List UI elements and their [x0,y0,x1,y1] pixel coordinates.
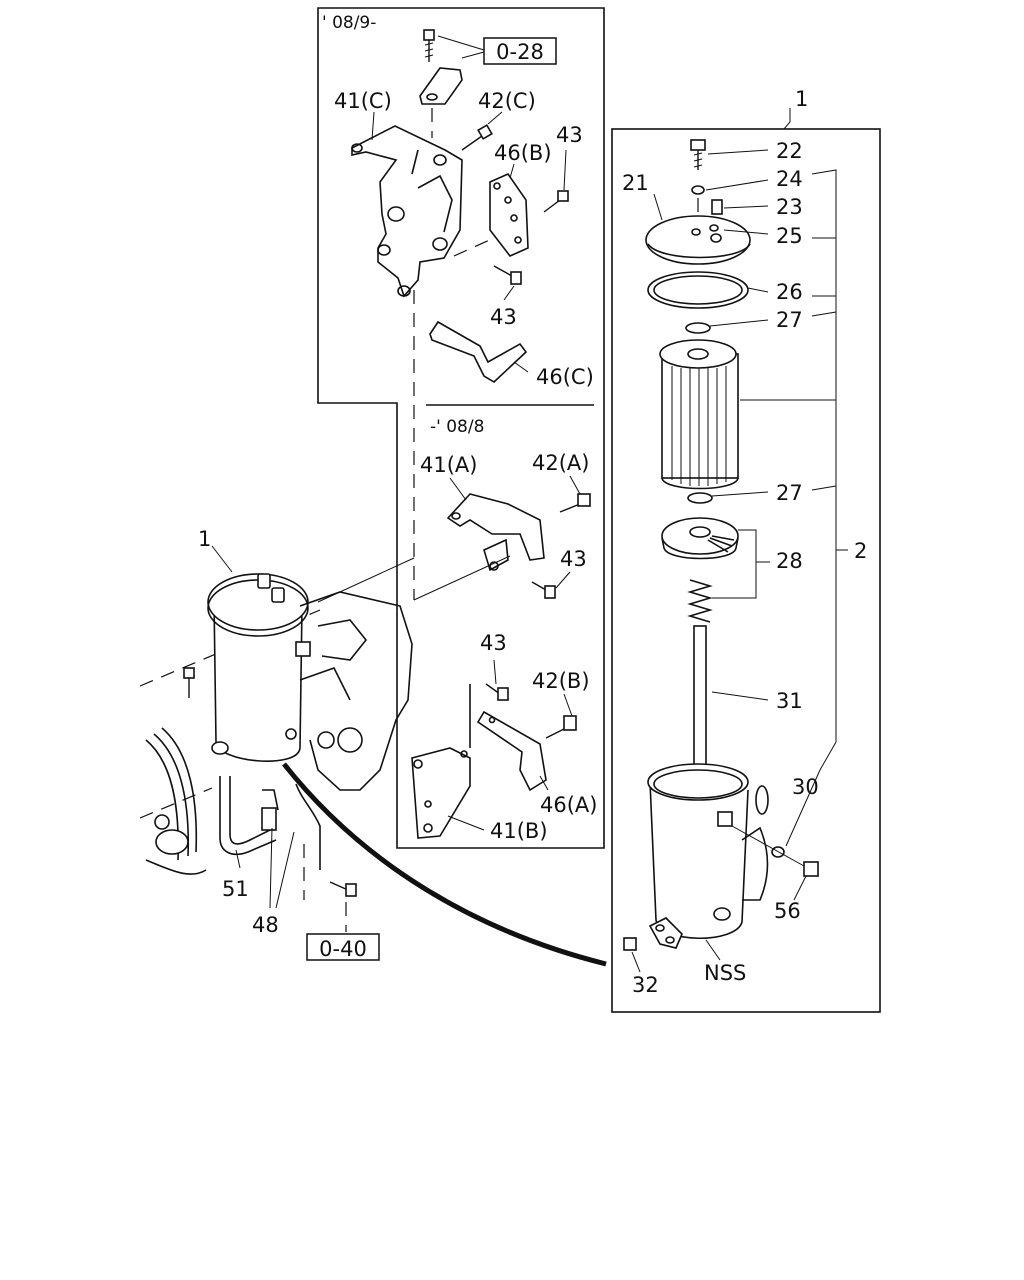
part-bracket-41c [351,125,463,298]
leader-lines [211,108,848,973]
part-small-plate [419,67,463,105]
callout-43-a[interactable]: 43 [556,123,583,147]
callout-48[interactable]: 48 [252,913,279,937]
callout-46b[interactable]: 46(B) [494,141,552,165]
callout-21[interactable]: 21 [622,171,649,195]
assembled-fuel-filter [139,573,413,932]
part-bracket-46b [453,172,529,257]
exploded-view-frame [611,128,881,1013]
exploded-fuel-filter [623,139,819,951]
upper-variant-frame [317,7,605,849]
callout-27-bottom[interactable]: 27 [776,481,803,505]
reference-box-0-40[interactable]: 0-40 [306,933,380,961]
callout-22[interactable]: 22 [776,139,803,163]
callout-46c[interactable]: 46(C) [536,365,594,389]
callout-43-b[interactable]: 43 [490,305,517,329]
reference-0-28-text[interactable]: 0-28 [496,40,544,64]
connector-sweep-line [282,762,607,967]
reference-box-0-28[interactable]: 0-28 [483,37,557,65]
part-bolt-43-middle [531,581,556,599]
callout-1-assembled[interactable]: 1 [198,527,211,551]
callout-43-d[interactable]: 43 [480,631,507,655]
callout-26[interactable]: 26 [776,280,803,304]
callout-41a[interactable]: 41(A) [420,453,477,477]
callout-42b[interactable]: 42(B) [532,669,590,693]
callout-42a[interactable]: 42(A) [532,451,589,475]
part-bolt-0-28 [423,29,485,62]
part-bolt-42c [461,124,493,151]
callout-30[interactable]: 30 [792,775,819,799]
callout-24[interactable]: 24 [776,167,803,191]
callout-31[interactable]: 31 [776,689,803,713]
callout-2[interactable]: 2 [854,539,867,563]
callout-51[interactable]: 51 [222,877,249,901]
part-bolt-43-upper [543,190,569,213]
callout-nss[interactable]: NSS [704,961,746,985]
part-bolt-42b [545,715,577,739]
callout-41c[interactable]: 41(C) [334,89,392,113]
callout-32[interactable]: 32 [632,973,659,997]
variant-label-middle: -' 08/8 [430,417,484,437]
callout-25[interactable]: 25 [776,224,803,248]
part-bolt-43-bottom [485,683,509,701]
callout-41b[interactable]: 41(B) [490,819,548,843]
callout-27-top[interactable]: 27 [776,308,803,332]
part-bracket-46a [476,710,547,792]
callout-42c[interactable]: 42(C) [478,89,536,113]
callout-56[interactable]: 56 [774,899,801,923]
callout-43-c[interactable]: 43 [560,547,587,571]
callout-labels: 1 1 2 21 22 24 23 25 26 27 27 28 31 30 5… [198,87,867,997]
part-bracket-46c [413,290,528,600]
part-bracket-41a [446,493,545,572]
part-bracket-41b [411,684,471,839]
variant-label-top: ' 08/9- [322,13,376,33]
callout-23[interactable]: 23 [776,195,803,219]
callout-28[interactable]: 28 [776,549,803,573]
reference-0-40-text[interactable]: 0-40 [319,937,367,961]
callout-46a[interactable]: 46(A) [540,793,597,817]
part-bolt-43-lower [493,265,522,285]
part-bolt-42a [559,493,591,513]
callout-1-exploded[interactable]: 1 [795,87,808,111]
